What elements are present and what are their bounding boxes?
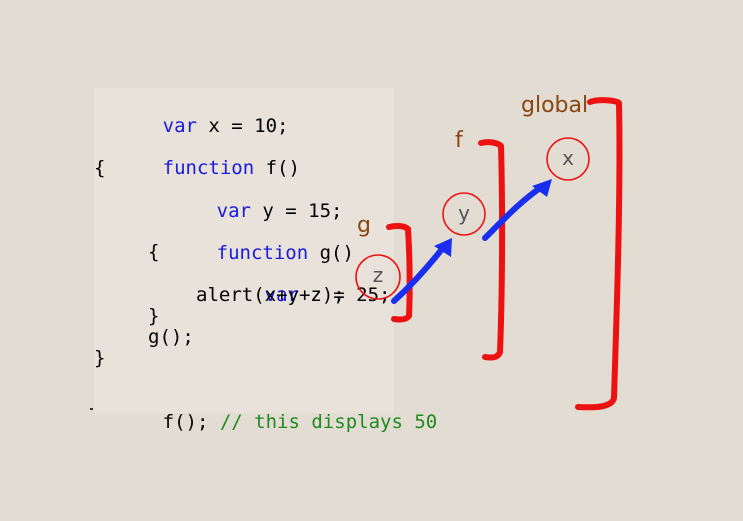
code-line-4: var y = 15; (148, 178, 343, 244)
keyword-function: function (216, 242, 309, 264)
scope-label-g: g (357, 213, 371, 238)
code-text: f() (254, 157, 300, 179)
scope-bracket-f (478, 139, 506, 361)
scope-label-f: f (455, 128, 463, 153)
code-line-7: var z = 25; (196, 262, 391, 328)
arrow-head-icon (434, 238, 452, 257)
code-text: z = 25; (298, 284, 391, 306)
variable-label-y: y (458, 201, 470, 225)
code-text: y = 15; (250, 200, 343, 222)
code-comment: // this displays 50 (219, 411, 438, 433)
scope-bracket-global (575, 97, 623, 411)
code-text: x = 10; (196, 115, 289, 137)
code-line-2: function f() (94, 135, 300, 201)
keyword-var: var (216, 200, 251, 222)
keyword-var: var (162, 115, 197, 137)
code-line-8: alert(x+y+z); (196, 284, 345, 306)
variable-circle-x (546, 137, 590, 181)
code-text: f(); (162, 411, 209, 433)
code-panel: var x = 10; function f() { var y = 15; f… (94, 88, 437, 433)
code-line-3: { (94, 157, 106, 179)
scope-arrow-y-to-x (482, 183, 546, 241)
scope-arrow-z-to-y (391, 241, 449, 304)
arrow-head-icon (532, 179, 552, 197)
code-line-10: g(); (148, 326, 194, 348)
scope-bracket-g (386, 222, 413, 323)
code-text: g() (308, 242, 354, 264)
keyword-function: function (162, 157, 255, 179)
keyword-var: var (264, 284, 299, 306)
code-line-12: f(); // this displays 50 (94, 389, 438, 455)
scope-label-global: global (521, 93, 589, 118)
code-line-5: function g() (148, 220, 354, 286)
code-line-6: { (148, 241, 160, 263)
stray-mark (90, 408, 93, 410)
variable-label-x: x (562, 146, 574, 170)
variable-label-z: z (372, 263, 384, 287)
code-line-1: var x = 10; (94, 93, 289, 159)
variable-circle-z (355, 254, 401, 300)
code-line-11: } (94, 347, 106, 369)
variable-circle-y (442, 192, 486, 236)
code-line-9: } (148, 305, 160, 327)
